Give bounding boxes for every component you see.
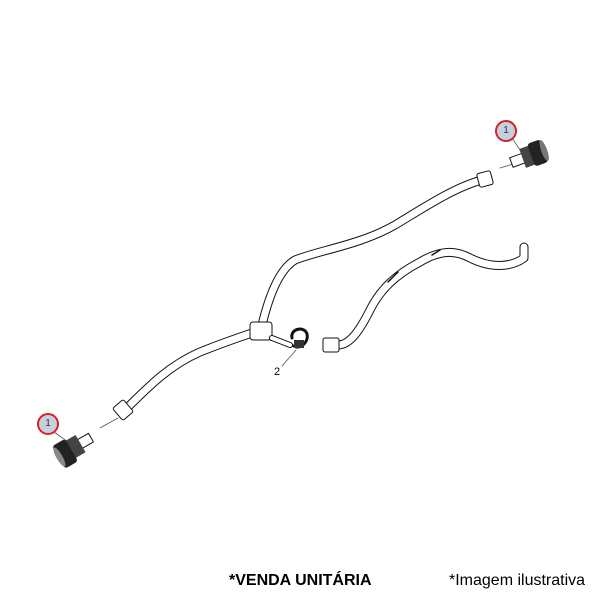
connector-bottom-left [53,432,94,468]
tee-fitting [249,321,273,341]
connector-top-right [509,140,549,168]
illustrative-image-note: *Imagem ilustrativa [449,572,586,589]
callout-1-bottom-left: 1 [37,413,59,435]
callout-1-top-right: 1 [495,120,517,142]
main-hose [112,170,494,421]
callout-2-clamp: 2 [274,366,281,378]
unit-sale-note: *VENDA UNITÁRIA [229,572,372,589]
leader-lines [53,137,521,443]
hose-clamp [290,327,309,349]
secondary-hose [322,242,529,353]
